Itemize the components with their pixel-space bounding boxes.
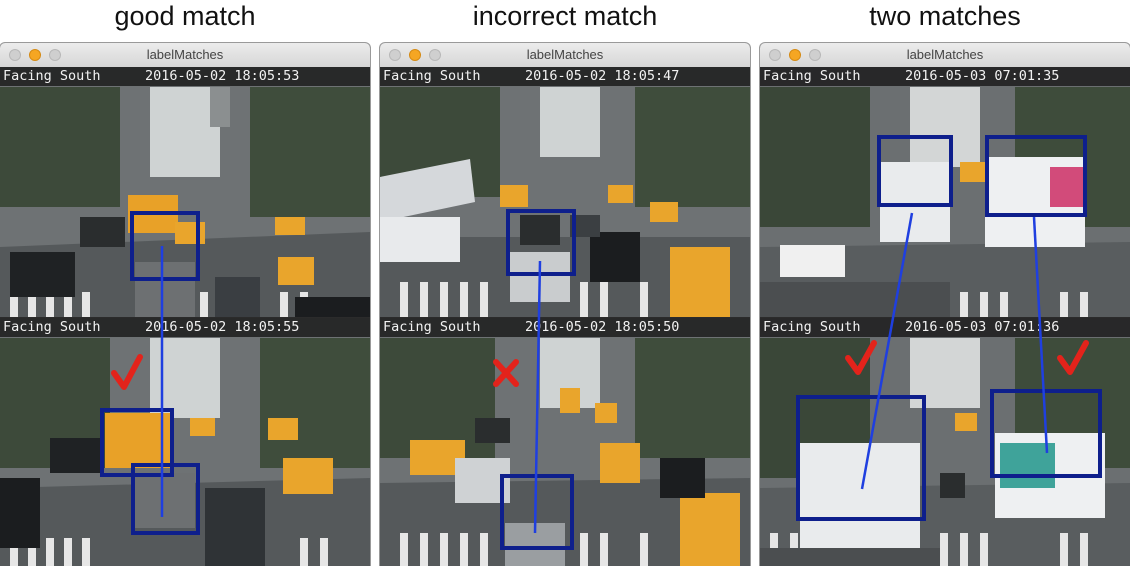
camera-direction-label: Facing South xyxy=(3,319,101,335)
window-good-match: labelMatches xyxy=(0,43,370,566)
close-window-icon[interactable] xyxy=(9,49,21,61)
frame-info-bar: Facing South 2016-05-02 18:05:55 xyxy=(0,318,370,337)
camera-direction-label: Facing South xyxy=(383,319,481,335)
timestamp-label: 2016-05-02 18:05:50 xyxy=(525,319,680,335)
camera-frame-earlier: Facing South 2016-05-02 18:05:53 xyxy=(0,67,370,317)
camera-direction-label: Facing South xyxy=(763,319,861,335)
street-scene-image xyxy=(0,318,370,566)
camera-frame-later: Facing South 2016-05-02 18:05:55 xyxy=(0,317,370,566)
window-title: labelMatches xyxy=(146,47,224,62)
minimize-window-icon[interactable] xyxy=(789,49,801,61)
frame-info-bar: Facing South 2016-05-02 18:05:53 xyxy=(0,67,370,86)
window-titlebar[interactable]: labelMatches xyxy=(380,43,750,68)
camera-direction-label: Facing South xyxy=(763,68,861,84)
camera-frame-earlier: Facing South 2016-05-03 07:01:35 xyxy=(760,67,1130,317)
close-window-icon[interactable] xyxy=(389,49,401,61)
caption-good-match: good match xyxy=(114,1,256,31)
street-scene-image xyxy=(760,318,1130,566)
camera-direction-label: Facing South xyxy=(3,68,101,84)
camera-frame-later: Facing South 2016-05-02 18:05:50 xyxy=(380,317,750,566)
camera-direction-label: Facing South xyxy=(383,68,481,84)
frame-info-bar: Facing South 2016-05-03 07:01:35 xyxy=(760,67,1130,86)
frame-info-bar: Facing South 2016-05-02 18:05:47 xyxy=(380,67,750,86)
caption-two-matches: two matches xyxy=(869,1,1021,31)
maximize-window-icon[interactable] xyxy=(429,49,441,61)
maximize-window-icon[interactable] xyxy=(809,49,821,61)
frame-info-bar: Facing South 2016-05-03 07:01:36 xyxy=(760,318,1130,337)
street-scene-image xyxy=(0,67,370,317)
maximize-window-icon[interactable] xyxy=(49,49,61,61)
street-scene-image xyxy=(760,67,1130,317)
caption-incorrect-match: incorrect match xyxy=(472,1,658,31)
timestamp-label: 2016-05-02 18:05:47 xyxy=(525,68,680,84)
minimize-window-icon[interactable] xyxy=(409,49,421,61)
street-scene-image xyxy=(380,318,750,566)
camera-frame-earlier: Facing South 2016-05-02 18:05:47 xyxy=(380,67,750,317)
street-scene-image xyxy=(380,67,750,317)
window-titlebar[interactable]: labelMatches xyxy=(0,43,370,68)
window-title: labelMatches xyxy=(526,47,604,62)
window-incorrect-match: labelMatches Faci xyxy=(380,43,750,566)
window-two-matches: labelMatches Facing South 2016-05-03 07 xyxy=(760,43,1130,566)
window-title: labelMatches xyxy=(906,47,984,62)
camera-frame-later: Facing South 2016-05-03 07:01:36 xyxy=(760,317,1130,566)
minimize-window-icon[interactable] xyxy=(29,49,41,61)
timestamp-label: 2016-05-02 18:05:53 xyxy=(145,68,300,84)
window-titlebar[interactable]: labelMatches xyxy=(760,43,1130,68)
frame-info-bar: Facing South 2016-05-02 18:05:50 xyxy=(380,318,750,337)
timestamp-label: 2016-05-03 07:01:36 xyxy=(905,319,1060,335)
close-window-icon[interactable] xyxy=(769,49,781,61)
timestamp-label: 2016-05-03 07:01:35 xyxy=(905,68,1060,84)
timestamp-label: 2016-05-02 18:05:55 xyxy=(145,319,300,335)
